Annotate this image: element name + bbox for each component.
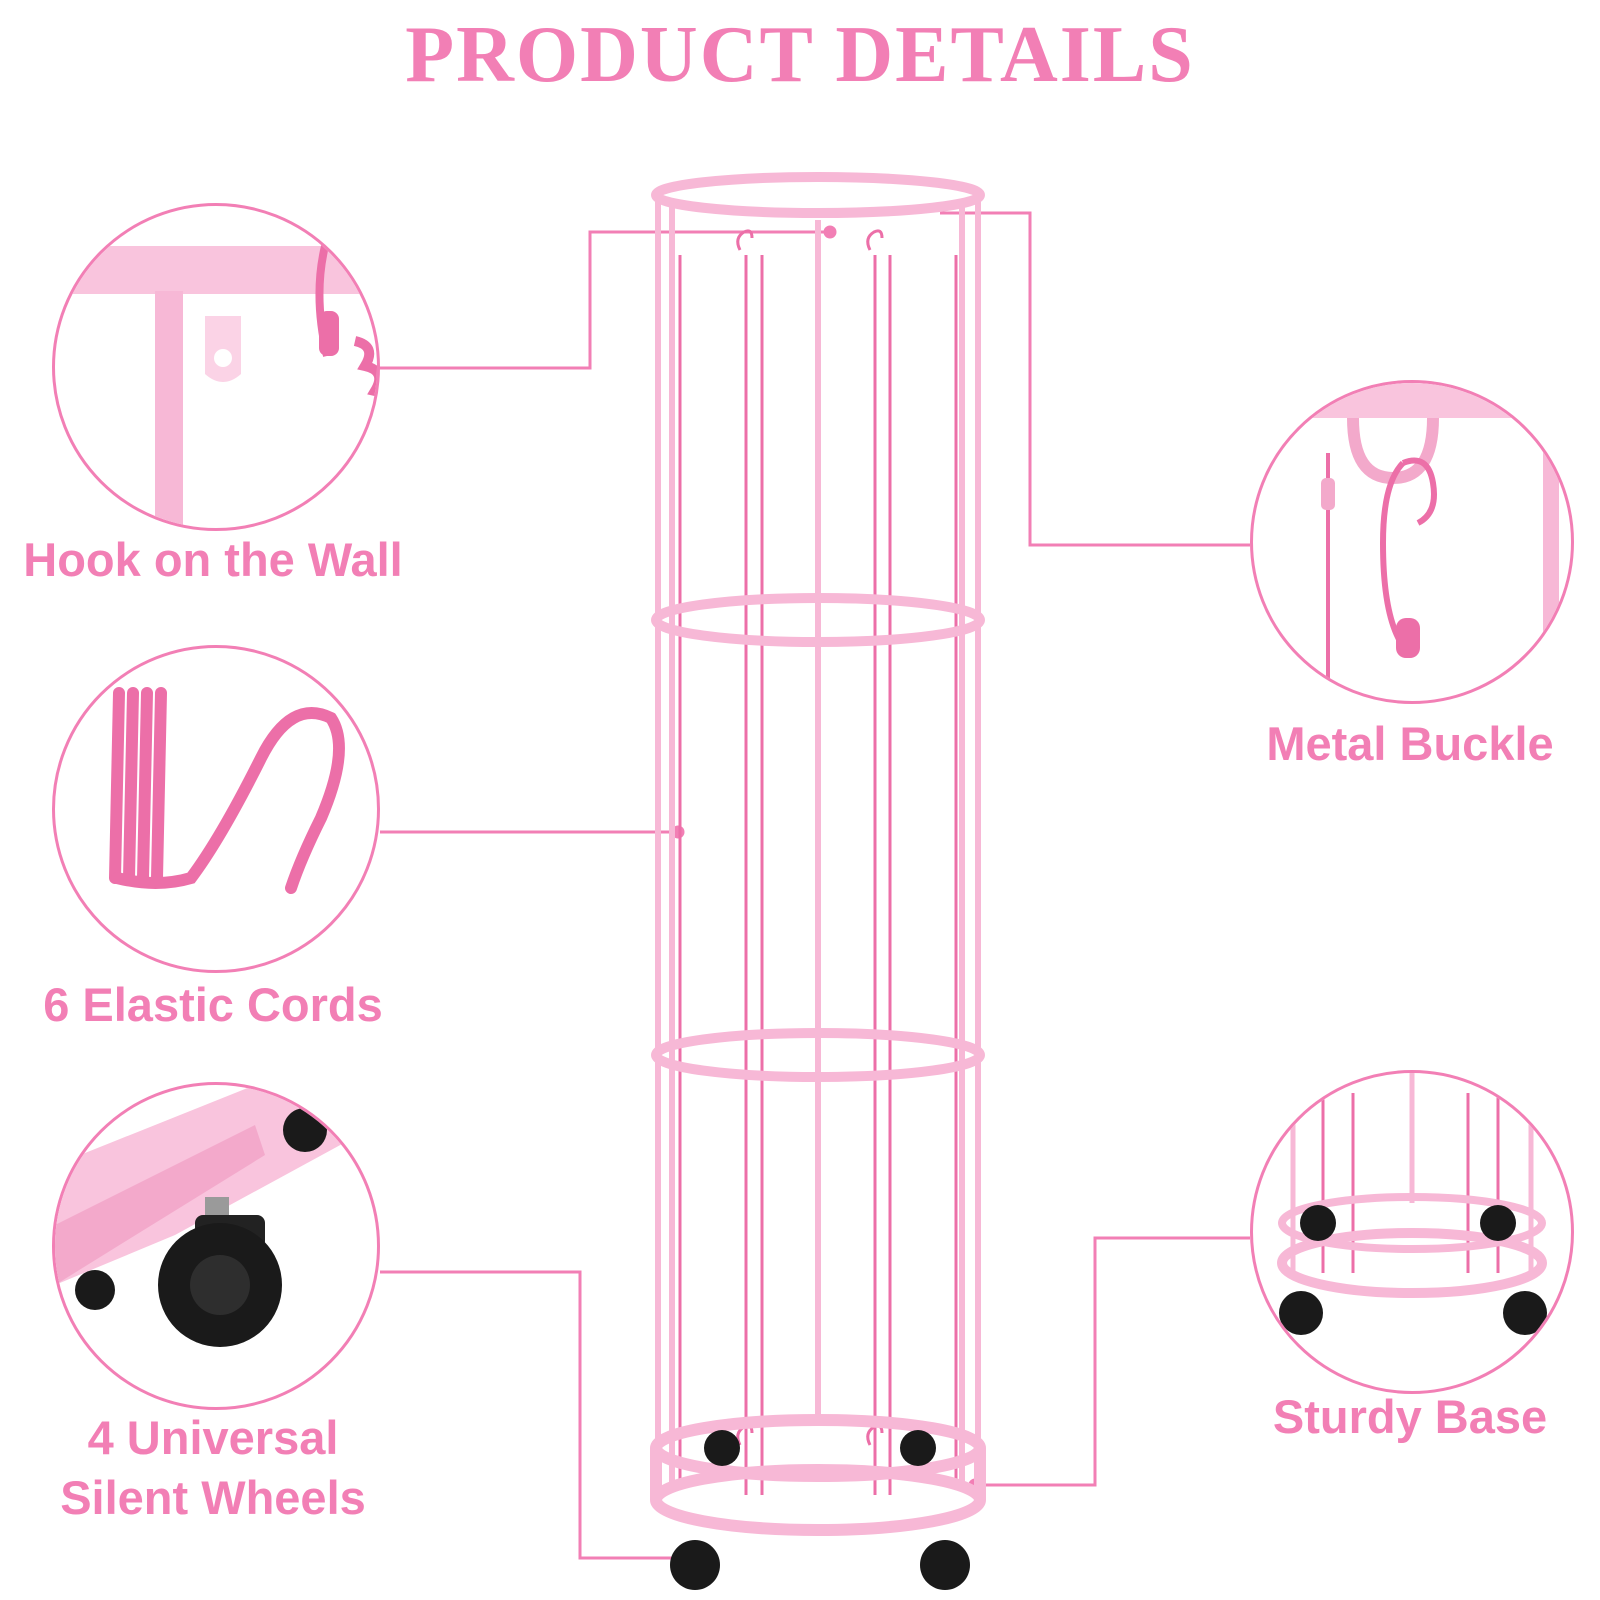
wheels-label: 4 Universal Silent Wheels (13, 1408, 413, 1528)
metal-buckle-icon (1253, 383, 1571, 701)
base-label: Sturdy Base (1272, 1390, 1548, 1443)
cords-detail-circle (52, 645, 380, 973)
base-detail-circle (1250, 1070, 1574, 1394)
hook-detail-circle (52, 203, 380, 531)
base-callout-line (975, 1236, 1250, 1487)
hook-callout-line (378, 230, 830, 370)
wheels-detail-circle (52, 1082, 380, 1410)
hook-label: Hook on the Wall (23, 533, 403, 586)
sturdy-base-icon (1277, 1073, 1547, 1335)
hook-callout-dot (823, 225, 837, 239)
callout-lines (378, 211, 1250, 1565)
elastic-cords (678, 255, 958, 1495)
buckle-detail-circle (1250, 380, 1574, 704)
buckle-callout-line (940, 211, 1250, 547)
tower-rack (650, 172, 986, 1536)
wheels-callout-line (380, 1270, 690, 1560)
wheels-label-line1: 4 Universal (87, 1411, 339, 1464)
wheels-label-line2: Silent Wheels (60, 1471, 366, 1524)
tower-wheels (670, 1430, 970, 1590)
cords-label: 6 Elastic Cords (43, 978, 383, 1031)
page-title: PRODUCT DETAILS (405, 11, 1195, 99)
buckle-label: Metal Buckle (1266, 717, 1554, 770)
elastic-cord-icon (109, 687, 345, 894)
caster-wheel-icon (55, 1085, 377, 1347)
wall-hook-icon (55, 245, 377, 528)
